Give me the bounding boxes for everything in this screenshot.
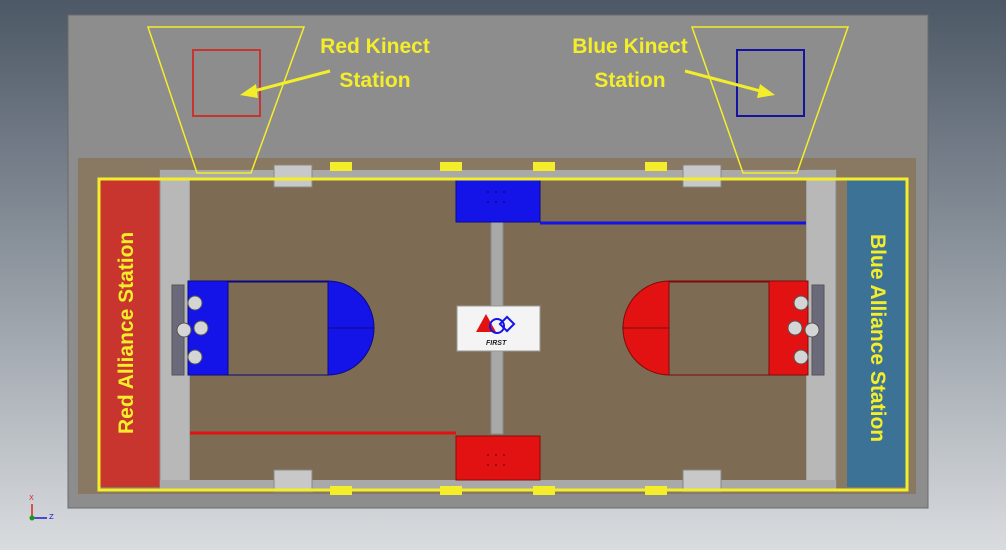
wall-gate <box>682 469 722 493</box>
blue-kinect-arrow <box>684 69 765 94</box>
red-alliance-panel <box>100 180 160 487</box>
bridge-dot <box>503 464 505 466</box>
blue-kinect-arrowhead <box>757 84 775 98</box>
axis-z-label: Z <box>49 513 54 521</box>
blue-alliance-panel <box>847 180 907 487</box>
first-logo-panel <box>456 305 541 352</box>
first-logo-text: FIRST <box>486 340 507 347</box>
red-kinect-label-line2: Station <box>339 69 411 92</box>
red-kinect-label: Red Kinect Station <box>300 30 450 98</box>
axis-origin <box>29 515 35 521</box>
basket-hoop <box>187 349 203 365</box>
field-outline <box>97 177 909 492</box>
bridge-dot <box>487 454 489 456</box>
wall-gate <box>273 469 313 493</box>
bridge-dot <box>487 191 489 193</box>
basket-hoop <box>804 322 820 338</box>
bottom-wall <box>160 480 836 490</box>
basket-hoop <box>176 322 192 338</box>
blue-kinect-label-line1: Blue Kinect <box>572 35 688 58</box>
red-kinect-zone <box>146 26 306 174</box>
red-kinect-arrowhead <box>240 84 258 98</box>
wall-gate <box>682 164 722 188</box>
bridge-dot <box>503 454 505 456</box>
blue-alliance-label: Blue Alliance Station <box>866 234 889 443</box>
red-key-inner <box>668 281 770 376</box>
blue-key-inner <box>227 281 329 376</box>
blue-kinect-label-line2: Station <box>594 69 666 92</box>
first-logo-circle <box>489 318 505 334</box>
red-alliance-label: Red Alliance Station <box>115 231 138 434</box>
yellow-marker <box>533 162 555 171</box>
red-kinect-label-line1: Red Kinect <box>320 35 430 58</box>
basket-hoop <box>187 295 203 311</box>
yellow-marker <box>440 162 462 171</box>
red-kinect-arrow <box>249 69 331 94</box>
basket-hoop <box>793 295 809 311</box>
blue-bridge <box>455 179 541 223</box>
bridge-dot <box>503 201 505 203</box>
bridge-dot <box>495 454 497 456</box>
blue-kinect-box <box>736 49 805 117</box>
blue-kinect-label: Blue Kinect Station <box>555 30 705 98</box>
basket-hoop <box>787 320 803 336</box>
wall-gate <box>273 164 313 188</box>
basket-hoop <box>193 320 209 336</box>
axis-x-label: X <box>29 494 34 502</box>
red-bridge <box>455 435 541 481</box>
red-kinect-box <box>192 49 261 117</box>
basket-hoop <box>793 349 809 365</box>
bridge-dot <box>503 191 505 193</box>
bridge-dot <box>487 201 489 203</box>
blue-kinect-zone <box>690 26 850 174</box>
bridge-dot <box>495 191 497 193</box>
top-wall <box>160 170 836 180</box>
first-logo-square <box>498 315 516 333</box>
yellow-marker <box>330 162 352 171</box>
bridge-dot <box>495 464 497 466</box>
bridge-dot <box>495 201 497 203</box>
bridge-dot <box>487 464 489 466</box>
yellow-marker <box>645 162 667 171</box>
